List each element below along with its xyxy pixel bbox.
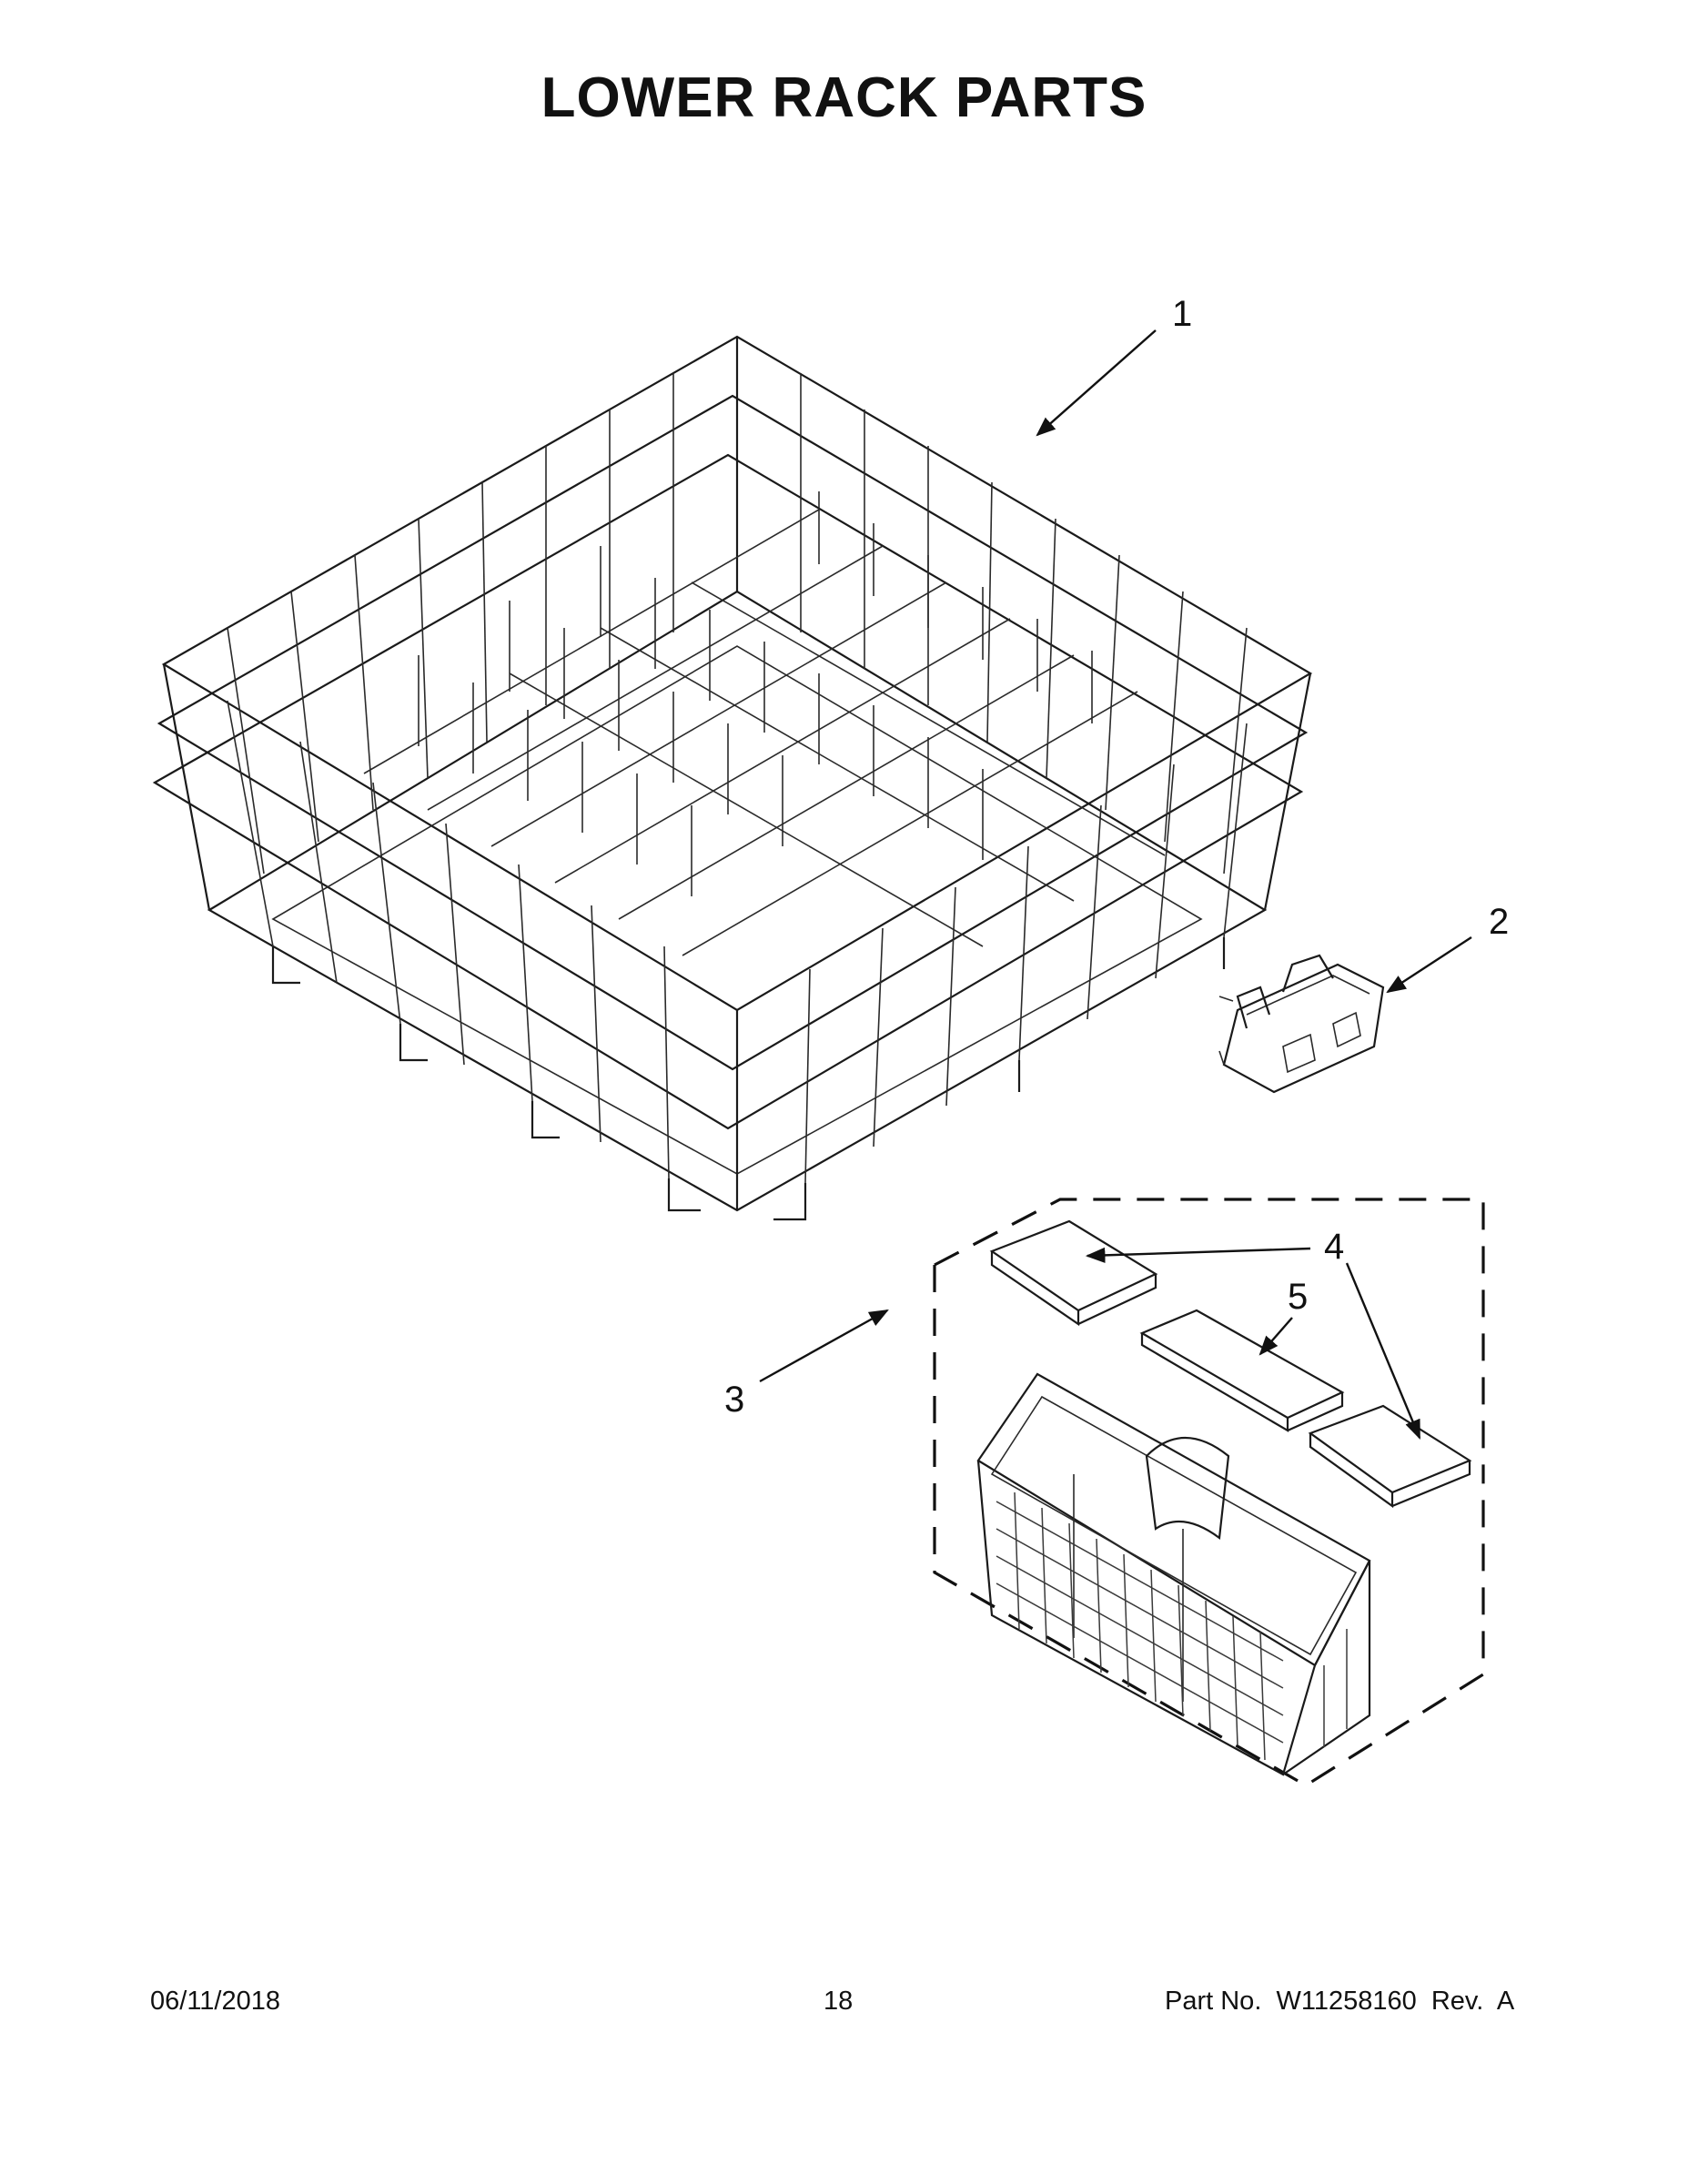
footer-date: 06/11/2018	[150, 1987, 280, 2016]
footer-part-number: Part No. W11258160 Rev. A	[1165, 1987, 1515, 2016]
basket-divider-cover-illustration	[1139, 1309, 1345, 1432]
silverware-basket-illustration	[976, 1372, 1371, 1776]
basket-cover-illustration-1	[989, 1219, 1158, 1327]
basket-cover-illustration-2	[1308, 1404, 1472, 1509]
footer-page-number: 18	[824, 1987, 854, 2016]
page-title: LOWER RACK PARTS	[541, 66, 1147, 129]
lower-rack-illustration	[152, 335, 1313, 1221]
silverware-basket-group-outline	[933, 1198, 1485, 1787]
leader-arrows	[759, 329, 1472, 1440]
callout-2: 2	[1489, 902, 1510, 942]
callout-4: 4	[1324, 1227, 1345, 1267]
callout-5: 5	[1288, 1277, 1309, 1317]
callout-3: 3	[724, 1380, 745, 1420]
callout-1: 1	[1172, 294, 1193, 334]
rack-clip-illustration	[1218, 954, 1385, 1094]
